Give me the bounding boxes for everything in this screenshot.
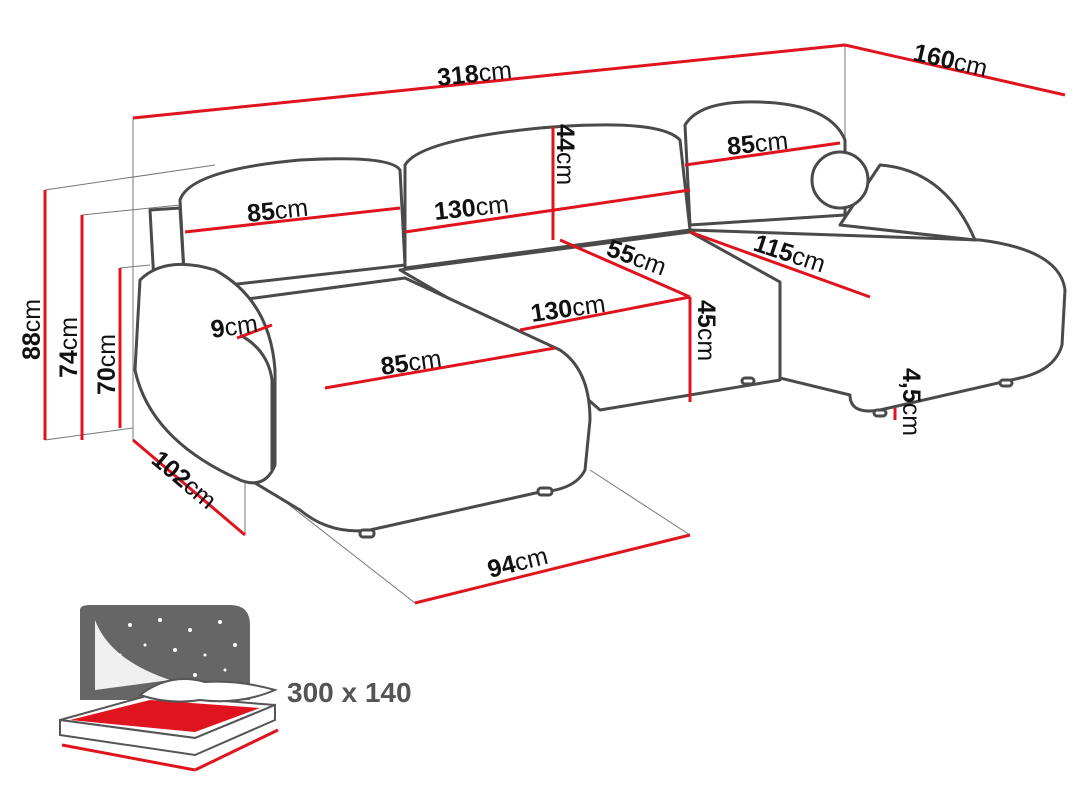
stars-icon (118, 618, 237, 677)
label-leg-height: 4,5cm (897, 368, 925, 436)
sofa-outline (133, 100, 1067, 539)
label-total-width: 318cm (436, 56, 514, 92)
pillow-icon (137, 678, 278, 703)
label-right-depth: 160cm (911, 39, 990, 83)
guide-lines (44, 45, 846, 604)
moon-icon (95, 620, 170, 690)
label-back-right: 85cm (726, 127, 790, 161)
label-seat-height: 45cm (692, 300, 720, 361)
label-height-total: 88cm (18, 299, 46, 360)
label-back-left: 85cm (246, 194, 310, 228)
label-seat-left: 85cm (379, 345, 443, 381)
label-back-height: 44cm (551, 124, 579, 185)
label-height-back: 74cm (55, 317, 83, 378)
label-height-arm: 70cm (93, 334, 121, 395)
bed-size-label: 300 x 140 (287, 677, 412, 708)
pillow (810, 150, 870, 210)
label-back-middle: 130cm (433, 190, 511, 226)
label-arm-width: 9cm (209, 310, 260, 344)
label-seat-middle: 130cm (529, 290, 607, 328)
dimension-lines (43, 43, 1066, 605)
sleeping-function-icon: 300 x 140 (59, 605, 412, 772)
dimension-labels: 318cm 160cm 88cm 74cm 70cm 102cm 94cm 85… (18, 39, 990, 584)
